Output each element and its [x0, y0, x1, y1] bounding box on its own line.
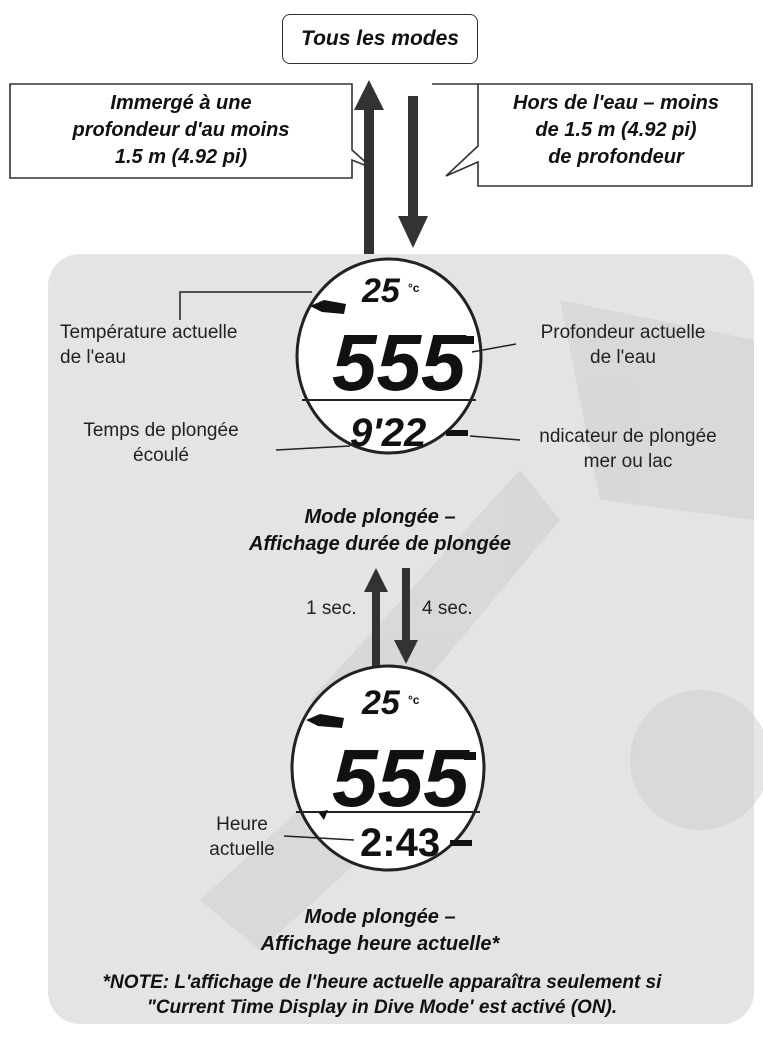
left-callout-text: Immergé à une profondeur d'au moins 1.5 …: [14, 90, 348, 171]
right-callout-line2: de 1.5 m (4.92 pi): [535, 119, 697, 141]
current-time-label-line2: actuelle: [209, 839, 275, 860]
current-time-value: 2:43: [360, 821, 440, 865]
temperature-value-lower: 25: [361, 684, 401, 722]
footnote-line1: *NOTE: L'affichage de l'heure actuelle a…: [102, 972, 662, 993]
all-modes-box: Tous les modes: [282, 14, 478, 64]
temperature-label-line1: Température actuelle: [60, 322, 238, 343]
celsius-unit-icon: °c: [408, 693, 420, 707]
clock-marker-icon: [318, 810, 328, 820]
depth-value-lower: 555: [332, 733, 470, 824]
dive-indicator-bar: [446, 430, 468, 436]
celsius-unit-icon: °c: [408, 281, 420, 295]
current-time-label-line1: Heure: [216, 814, 268, 835]
elapsed-time-value: 9'22: [350, 411, 426, 455]
sea-dive-icon: [306, 714, 344, 728]
right-callout-text: Hors de l'eau – moins de 1.5 m (4.92 pi)…: [482, 90, 750, 171]
meter-unit-icon: [464, 752, 476, 760]
dive-time-caption: Mode plongée – Affichage durée de plongé…: [220, 504, 540, 558]
left-callout-line2: profondeur d'au moins: [72, 119, 290, 141]
arrow-down-icon: [394, 568, 418, 664]
temperature-label: Température actuelle de l'eau: [60, 320, 300, 370]
temperature-value: 25: [361, 272, 401, 310]
dive-indicator-bar: [450, 840, 472, 846]
temperature-label-line2: de l'eau: [60, 347, 126, 368]
dive-indicator-label-line2: mer ou lac: [583, 451, 673, 472]
arrow-down-icon: [398, 96, 428, 248]
arrow-up-icon: [354, 80, 384, 256]
dive-indicator-label-line1: ndicateur de plongée: [539, 426, 717, 447]
watch-display-current-time: 25 °c 555 2:43: [290, 664, 486, 872]
footnote-line2: "Current Time Display in Dive Mode' est …: [146, 997, 618, 1018]
down-transition-label: 4 sec.: [422, 598, 473, 619]
all-modes-label: Tous les modes: [301, 27, 459, 50]
dive-indicator-label: ndicateur de plongée mer ou lac: [512, 424, 744, 474]
left-callout-line3: 1.5 m (4.92 pi): [114, 146, 248, 168]
elapsed-time-label: Temps de plongée écoulé: [56, 418, 266, 468]
dive-time-caption-line2: Affichage durée de plongée: [249, 533, 511, 555]
sea-dive-icon: [310, 300, 346, 314]
dive-time-caption-line1: Mode plongée –: [304, 506, 456, 528]
current-time-caption: Mode plongée – Affichage heure actuelle*: [220, 904, 540, 958]
current-time-caption-line1: Mode plongée –: [304, 906, 456, 928]
right-callout-line1: Hors de l'eau – moins: [513, 92, 719, 114]
current-time-caption-line2: Affichage heure actuelle*: [260, 933, 500, 955]
left-callout-shape: [9, 83, 753, 187]
current-time-label: Heure actuelle: [196, 812, 288, 862]
arrow-up-icon: [364, 568, 388, 670]
watch-display-dive-time: 25 °c 555 9'22: [295, 257, 483, 455]
elapsed-time-label-line1: Temps de plongée: [83, 420, 239, 441]
left-callout-line1: Immergé à une: [110, 92, 252, 114]
depth-label-line2: de l'eau: [590, 347, 656, 368]
up-transition-label: 1 sec.: [306, 598, 357, 619]
elapsed-time-label-line2: écoulé: [133, 445, 189, 466]
right-callout-line3: de profondeur: [548, 146, 684, 168]
depth-label-line1: Profondeur actuelle: [540, 322, 706, 343]
meter-unit-icon: [462, 336, 474, 344]
depth-value: 555: [332, 318, 467, 407]
mode-arrows: [354, 80, 428, 256]
footnote: *NOTE: L'affichage de l'heure actuelle a…: [14, 970, 750, 1020]
transition-arrows: [364, 568, 418, 670]
depth-label: Profondeur actuelle de l'eau: [510, 320, 736, 370]
